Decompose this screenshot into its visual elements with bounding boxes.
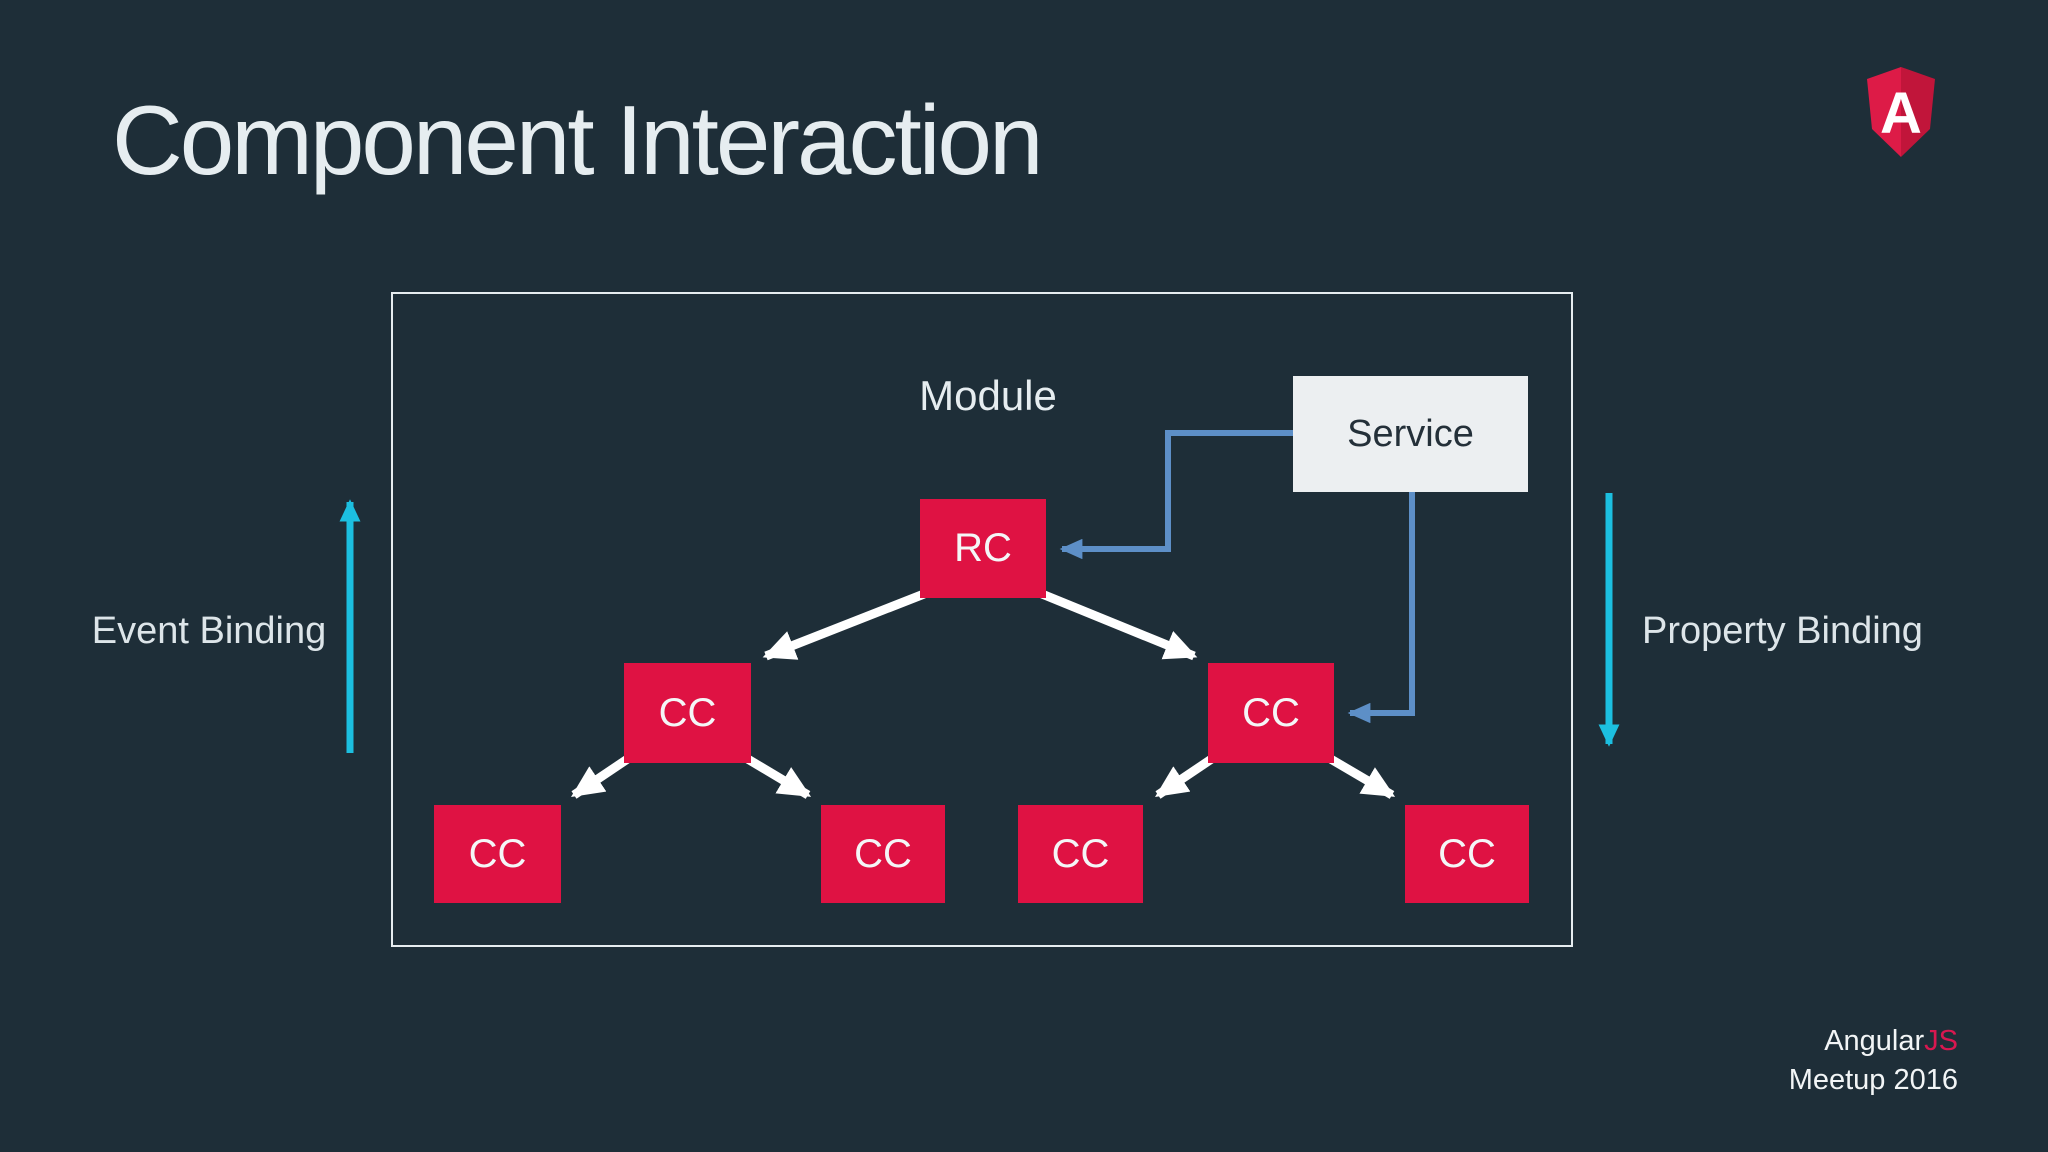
leaf-component-box-3: CC — [1018, 805, 1143, 903]
footer-line2: Meetup 2016 — [1788, 1064, 1958, 1097]
child-component-box-right: CC — [1208, 663, 1334, 763]
service-box: Service — [1293, 376, 1528, 492]
leaf-component-box-1: CC — [434, 805, 561, 903]
root-component-box: RC — [920, 499, 1046, 598]
child-component-label: CC — [1242, 690, 1300, 735]
root-component-label: RC — [954, 526, 1012, 570]
child-component-label: CC — [468, 831, 527, 876]
footer-brand: Angular — [1824, 1025, 1925, 1057]
property-binding-label: Property Binding — [1642, 610, 1923, 652]
angular-logo-icon: A — [1864, 66, 1938, 158]
child-component-box-left: CC — [624, 663, 751, 763]
service-label: Service — [1347, 412, 1474, 455]
footer-line1: AngularJS — [1789, 1022, 1958, 1061]
angular-shield-icon: A — [1867, 67, 1935, 157]
child-component-label: CC — [1438, 831, 1496, 876]
child-component-label: CC — [658, 690, 717, 735]
event-binding-label: Event Binding — [91, 610, 327, 652]
child-component-label: CC — [854, 831, 912, 876]
footer-brand-suffix: JS — [1924, 1025, 1958, 1057]
leaf-component-box-4: CC — [1405, 805, 1529, 903]
module-container-box — [391, 292, 1573, 947]
page-title: Component Interaction — [112, 85, 1043, 195]
module-label: Module — [919, 372, 1057, 419]
logo-letter: A — [1880, 81, 1922, 146]
child-component-label: CC — [1051, 831, 1110, 876]
leaf-component-box-2: CC — [821, 805, 945, 903]
footer-credit: AngularJS Meetup 2016 — [1789, 1022, 1958, 1100]
